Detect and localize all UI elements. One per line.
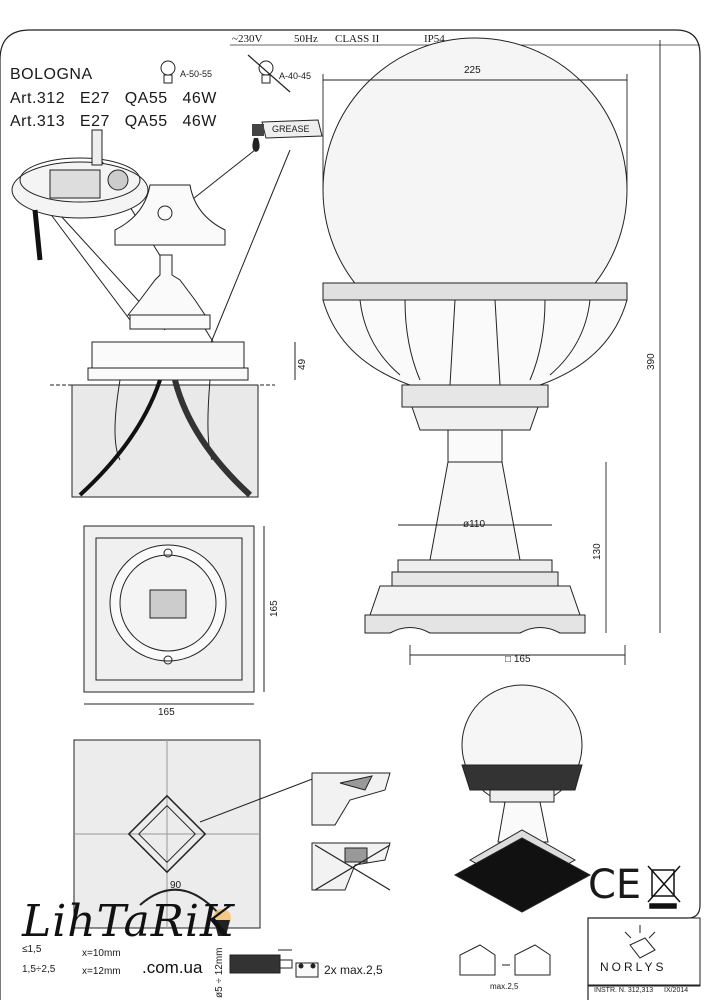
instruction-number: INSTR. N. 312,313 [594,987,654,994]
dim-hole-spacing: 90 [170,880,182,891]
weee-icon [647,865,681,909]
grease-tube-icon [252,119,323,152]
strip-a-label: x=10mm [82,948,121,959]
strip-diameter-label: ø5 ÷ 12mm [214,947,225,999]
wiring-label: 2x max.2,5 [324,963,383,977]
dim-height-base: 130 [592,543,603,560]
mount-section [87,254,249,381]
bulb-not-allowed-label: A-40-45 [279,71,312,81]
grease-label: GREASE [272,124,310,134]
watermark-domain: .com.ua [142,958,203,977]
frame [0,29,701,1000]
cable-a-label: ≤1,5 [22,944,42,955]
install-detail-wrong [311,842,391,891]
bulb-icon [160,60,176,84]
dim-width: 225 [464,65,481,76]
brand-name: NORLYS [600,960,667,974]
norlys-logo [587,917,701,987]
dim-base-square-value: 165 [513,654,531,665]
dim-base-square: □ 165 [505,654,531,665]
base-plate-top-view [83,525,255,693]
article-line-312: Art.312 E27 QA55 46W [10,90,217,107]
cable-b-label: 1,5÷2,5 [22,964,56,975]
dim-height-total: 390 [646,353,657,370]
dim-plate-side: 165 [269,600,280,617]
instruction-date: IX/2014 [664,987,689,994]
ce-mark: CE [588,862,642,908]
strip-b-label: x=12mm [82,966,121,977]
foundation-top-view [73,739,261,929]
product-name: BOLOGNA [10,66,93,83]
bulb-crossed-icon [247,54,291,93]
terminal-icons [459,944,551,976]
post-cap-detail [114,184,226,246]
watermark-logo: LihTaRiK [22,896,234,947]
article-line-313: Art.313 E27 QA55 46W [10,113,217,130]
bulb-allowed-label: A-50-55 [180,69,213,79]
socket-detail [11,129,149,261]
frequency-label: 50Hz [294,33,318,45]
wire-strip-diagram [229,949,319,978]
ip-label: IP54 [424,33,445,45]
dimension-lines [322,40,661,665]
install-detail-correct [311,772,391,826]
wiring-footnote: max.2,5 [490,982,519,991]
lamp-elevation [322,37,628,634]
class-label: CLASS II [335,33,380,45]
voltage-label: ~230V [232,33,263,45]
dim-plate-bottom: 165 [158,707,175,718]
watermark-lamp-icon [139,888,231,936]
lamp-perspective [453,684,592,913]
dim-mount-height: 49 [297,358,308,370]
dim-post-diameter: ø110 [463,519,486,530]
ground-section [50,379,275,498]
